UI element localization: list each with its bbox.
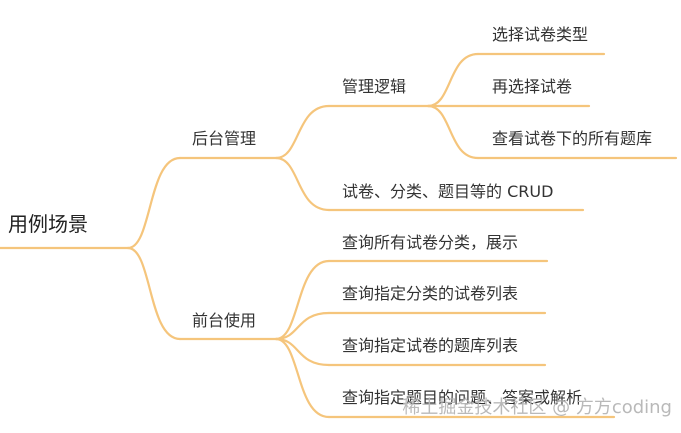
connector-logic-child-1: [426, 52, 480, 108]
connector-root-frontend: [126, 246, 182, 341]
mind-map-labels: 用例场景 后台管理 前台使用 管理逻辑 试卷、分类、题目等的 CRUD 选择试卷…: [8, 25, 652, 407]
crud-node-label: 试卷、分类、题目等的 CRUD: [342, 182, 553, 201]
admin-node-label: 后台管理: [192, 129, 256, 148]
connector-admin-logic: [274, 104, 331, 160]
logic-child-3-label: 查看试卷下的所有题库: [492, 129, 652, 148]
logic-node-label: 管理逻辑: [342, 77, 406, 96]
connector-frontend-child-3: [274, 337, 331, 367]
connector-frontend-child-1: [274, 259, 331, 341]
connector-frontend-child-2: [274, 311, 331, 341]
frontend-node-label: 前台使用: [192, 311, 256, 330]
logic-child-1-label: 选择试卷类型: [492, 25, 588, 44]
frontend-child-3-label: 查询指定试卷的题库列表: [342, 336, 518, 355]
connector-admin-crud: [274, 156, 331, 212]
connector-frontend-child-4: [274, 337, 331, 419]
mind-map-underlines: [0, 52, 678, 419]
frontend-child-1-label: 查询所有试卷分类，展示: [342, 233, 518, 252]
logic-child-2-label: 再选择试卷: [492, 77, 572, 96]
connector-root-admin: [126, 156, 182, 250]
connector-logic-child-3: [426, 104, 480, 160]
frontend-child-4-label: 查询指定题目的问题、答案或解析: [342, 388, 582, 407]
frontend-child-2-label: 查询指定分类的试卷列表: [342, 284, 518, 303]
watermark-text: 稀土掘金技术社区 @ 方方coding: [402, 397, 672, 418]
mind-map-connectors: [126, 52, 480, 419]
root-node-label: 用例场景: [8, 212, 88, 236]
